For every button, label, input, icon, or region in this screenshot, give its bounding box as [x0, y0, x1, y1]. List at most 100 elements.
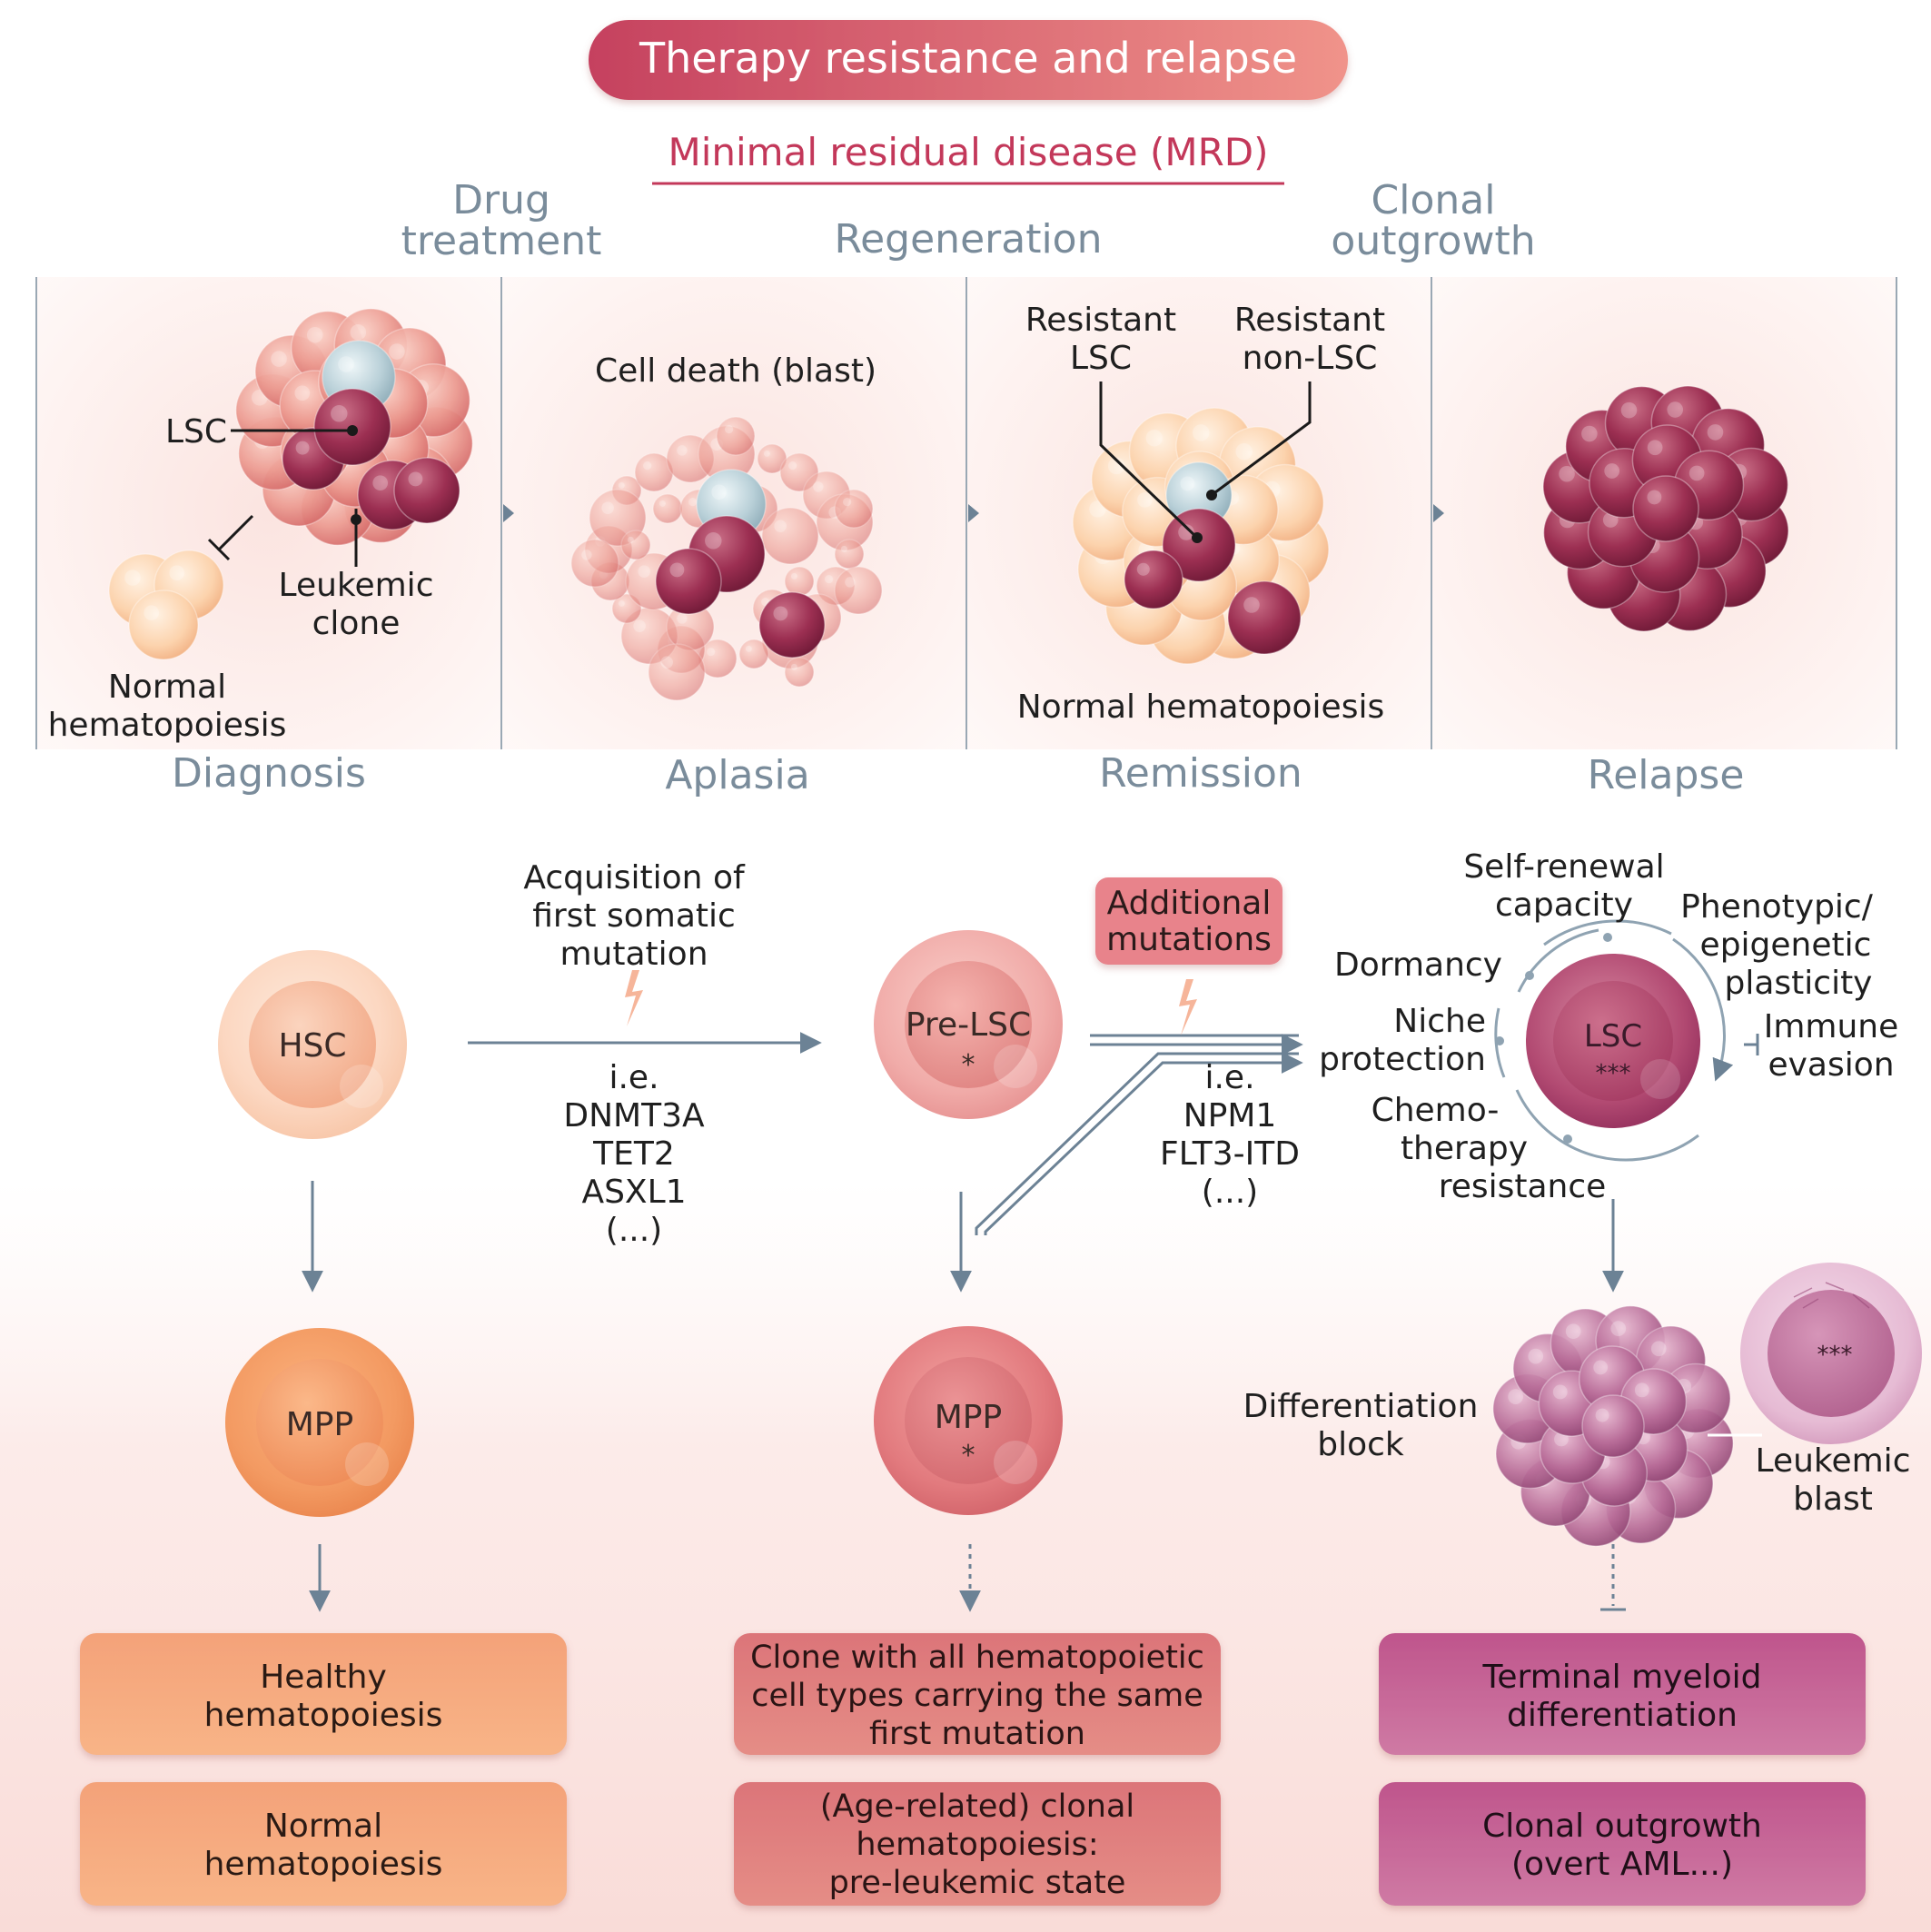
relapse-leukemic-cell-highlight	[1707, 424, 1724, 441]
aplasia-debris-cell-highlight	[677, 613, 688, 624]
box-clone-line3: first mutation	[869, 1716, 1085, 1752]
transition-regeneration: Regeneration	[835, 216, 1103, 263]
cell-mpp-clone-label: MPP	[935, 1399, 1002, 1436]
normal-cell-highlight	[124, 570, 141, 586]
remission-dark-cell-highlight	[1136, 562, 1150, 576]
diagnosis-leukemic-cell-highlight	[294, 385, 311, 401]
stage-aplasia: Aplasia	[665, 752, 809, 798]
box-clone-first-mutation: Clone with all hematopoietic cell types …	[734, 1633, 1221, 1755]
aplasia-debris-cell-highlight	[688, 498, 698, 507]
second-mutations-line1: i.e.	[1204, 1059, 1254, 1096]
relapse-leukemic-cell	[1632, 475, 1699, 542]
box-age-related-clonal: (Age-related) clonal hematopoiesis: pre-…	[734, 1782, 1221, 1906]
transition-clonal-line2: outgrowth	[1331, 218, 1535, 264]
block-cell-highlight	[1554, 1432, 1569, 1447]
inhibition-line	[216, 514, 254, 552]
aplasia-debris-cell	[620, 530, 651, 560]
stage-diagnosis: Diagnosis	[172, 750, 366, 797]
label-cell-death: Cell death (blast)	[595, 352, 876, 390]
box-normal-hematopoiesis: Normal hematopoiesis	[80, 1782, 567, 1906]
aplasia-debris-cell	[834, 539, 865, 570]
label-normal-line1: Normal	[108, 669, 226, 706]
panel-arrow-tip	[503, 504, 514, 522]
cell-mpp-healthy: MPP	[225, 1328, 414, 1517]
aplasia-debris-cell	[834, 566, 883, 615]
title-text: Therapy resistance and relapse	[639, 34, 1297, 83]
cell-lsc-label: LSC	[1584, 1018, 1642, 1055]
box-clone-line1: Clone with all hematopoietic	[750, 1640, 1204, 1676]
aplasia-debris-cell	[738, 639, 769, 669]
aplasia-debris-cell-highlight	[601, 501, 614, 514]
additional-mutations-box: Additional mutations	[1095, 877, 1282, 965]
relapse-leukemic-cell-highlight	[1647, 490, 1662, 505]
lightning-icon	[625, 970, 643, 1026]
block-cell-highlight	[1634, 1382, 1649, 1398]
acquisition-line3: mutation	[559, 936, 708, 973]
prop-immune-line1: Immune	[1764, 1008, 1899, 1045]
arc-chemo	[1515, 1089, 1699, 1162]
remission-dark-cell-highlight	[1243, 597, 1260, 613]
cell-mpp-clone-mark: *	[962, 1440, 975, 1471]
additional-line1: Additional	[1107, 885, 1272, 922]
box-healthy-line2: hematopoiesis	[204, 1697, 443, 1734]
box-terminal-line2: differentiation	[1507, 1697, 1738, 1734]
remission-normal-cell-highlight	[1107, 457, 1125, 475]
prop-chemo-line2: therapy	[1401, 1130, 1528, 1167]
aplasia-debris-cell-highlight	[843, 498, 852, 507]
title-pill	[589, 20, 1348, 100]
aplasia-debris-cell-highlight	[745, 645, 752, 652]
remission-dark-cell	[1227, 580, 1302, 655]
remission-lsc-cell-highlight	[1178, 524, 1194, 540]
resistant-non-dot	[1206, 490, 1217, 500]
prop-phenotypic-line1: Phenotypic/	[1680, 888, 1874, 926]
aplasia-debris-cell	[570, 539, 619, 588]
cell-lsc-mark: ***	[1596, 1060, 1631, 1087]
aplasia-debris-cell	[648, 643, 706, 701]
label-lsc: LSC	[165, 413, 227, 451]
aplasia-debris-cell-highlight	[659, 500, 666, 507]
lsc-property-arcs	[1494, 919, 1734, 1162]
aplasia-debris-cell	[611, 593, 642, 624]
cell-blast-mark: ***	[1817, 1342, 1853, 1369]
remission-normal-cell-highlight	[1137, 491, 1153, 508]
relapse-leukemic-cell-highlight	[1647, 440, 1663, 456]
aplasia-debris-cell	[834, 489, 874, 529]
mrd-label: Minimal residual disease (MRD)	[668, 130, 1268, 174]
aplasia-dark-cell-highlight	[669, 562, 685, 578]
aplasia-debris-cell-highlight	[845, 577, 856, 588]
aplasia-debris-cell	[784, 657, 815, 688]
lightning-icon	[1179, 979, 1197, 1035]
aplasia-debris-cell-highlight	[581, 550, 592, 560]
prop-phenotypic-line2: epigenetic	[1700, 926, 1872, 964]
prop-niche-line2: protection	[1319, 1041, 1486, 1078]
aplasia-dark-cell-highlight	[773, 606, 788, 621]
outcome-boxes: Healthy hematopoiesis Normal hematopoies…	[80, 1633, 1866, 1906]
box-healthy-line1: Healthy	[260, 1659, 387, 1696]
arc-self-renewal	[1543, 919, 1672, 946]
cell-hsc-label: HSC	[278, 1027, 346, 1065]
arrow-mpp-to-lsc-b	[984, 1052, 1303, 1235]
leukemic-blast-line1: Leukemic	[1756, 1442, 1911, 1480]
aplasia-debris-cell-highlight	[825, 575, 834, 584]
aplasia-debris-cell-highlight	[618, 599, 625, 607]
diagnosis-leukemic-cell-highlight	[271, 351, 287, 367]
diagnosis-leukemic-cell-highlight	[350, 324, 367, 341]
label-leukemic-line2: clone	[312, 605, 401, 642]
box-terminal-myeloid: Terminal myeloid differentiation	[1379, 1633, 1866, 1755]
prop-self-renewal-line1: Self-renewal	[1463, 848, 1664, 886]
relapse-leukemic-cell-highlight	[1581, 425, 1598, 442]
aplasia-debris-cell-highlight	[627, 536, 634, 543]
block-cell-highlight	[1565, 1323, 1581, 1340]
leukemic-clone-pointer-dot	[351, 514, 361, 525]
inhibition-bar	[207, 538, 231, 561]
cell-mpp-clone: MPP *	[874, 1326, 1063, 1515]
relapse-leukemic-cell-highlight	[1559, 465, 1575, 482]
remission-blue-cell-highlight	[1180, 476, 1195, 491]
prop-self-renewal-line2: capacity	[1495, 887, 1633, 924]
label-resistant-lsc-line2: LSC	[1070, 340, 1132, 377]
aplasia-debris-cell-highlight	[638, 565, 650, 578]
block-cell-highlight	[1593, 1360, 1609, 1375]
second-mutations-line4: (...)	[1202, 1174, 1258, 1211]
